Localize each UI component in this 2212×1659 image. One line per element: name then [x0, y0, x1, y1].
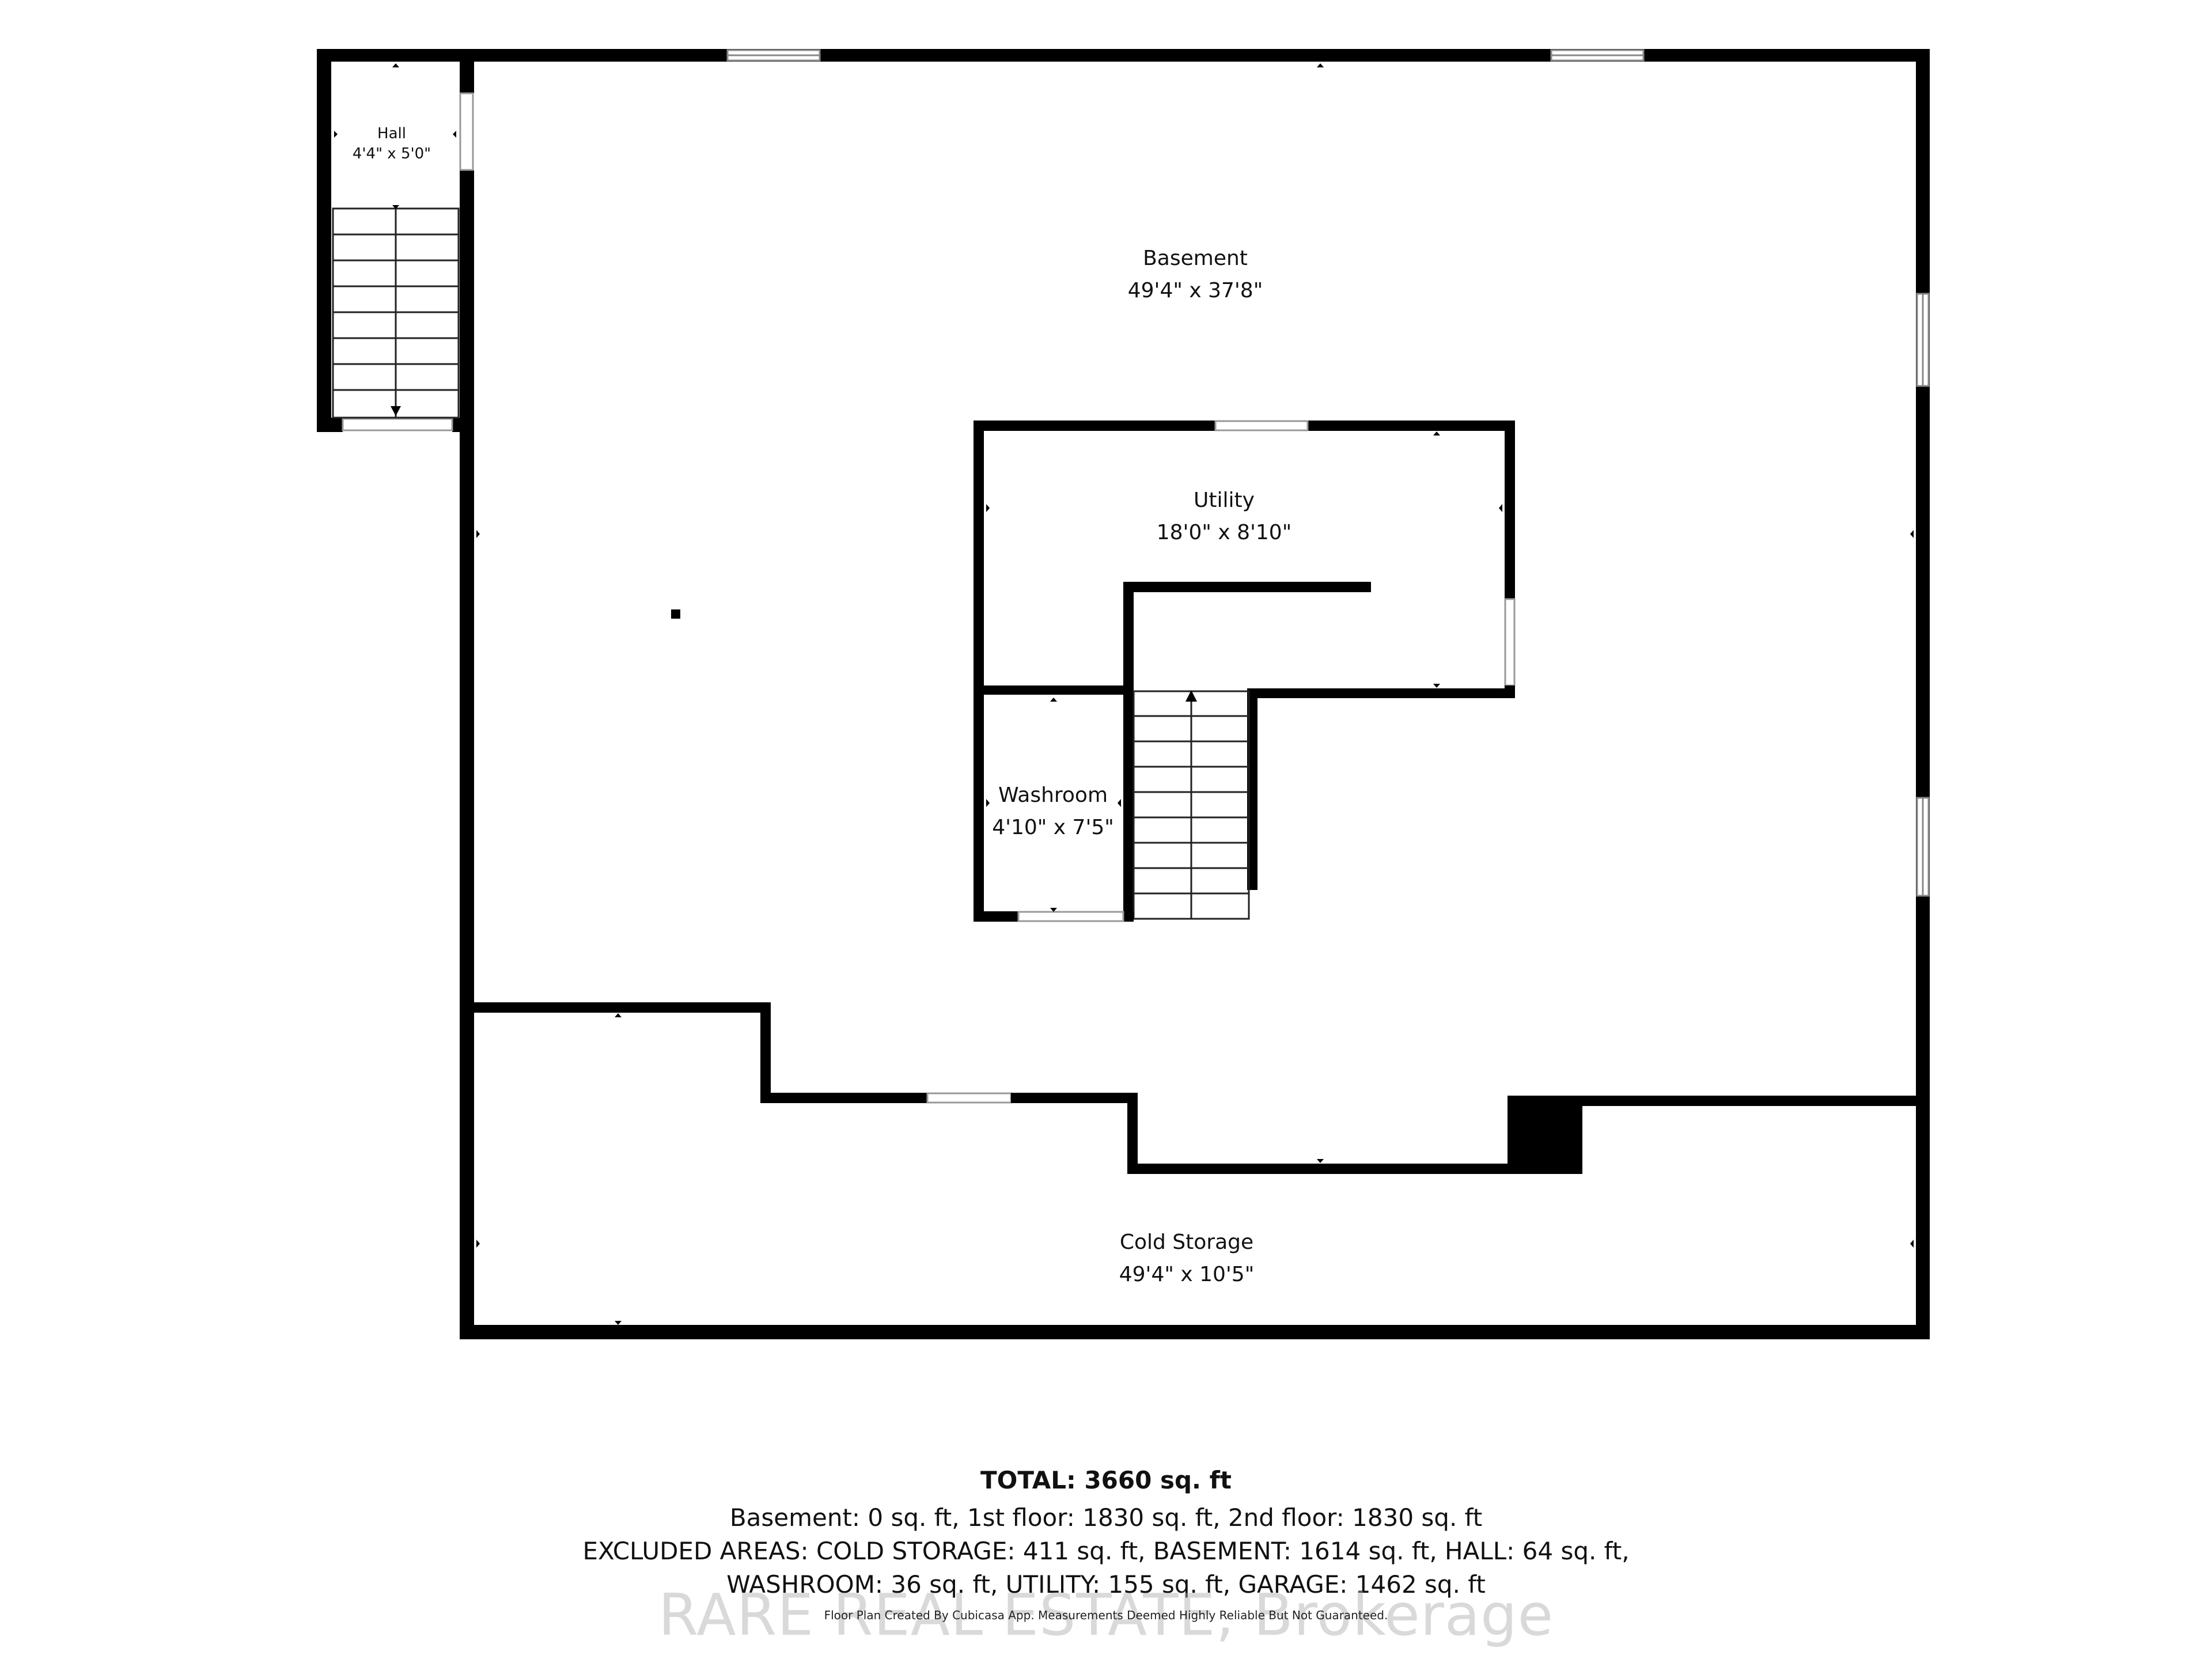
washroom-walls: [974, 911, 1134, 922]
main-stairs: [1132, 690, 1250, 920]
wall-left: [460, 170, 474, 1339]
column-post: [671, 609, 680, 619]
utility-marker-left: [986, 504, 990, 512]
utility-marker-right: [1499, 504, 1502, 512]
hall-label: Hall: [377, 125, 406, 142]
basement-marker-top: [1317, 63, 1324, 67]
utility-dims: 18'0" x 8'10": [1157, 521, 1292, 544]
washroom-doorway: [1017, 911, 1124, 922]
washroom-label: Washroom: [998, 783, 1108, 807]
cold-marker-top: [615, 1013, 622, 1017]
cold-marker-left: [476, 1240, 480, 1248]
main-stairs-arrow: [1185, 690, 1197, 702]
total-area: TOTAL: 3660 sq. ft: [980, 1466, 1232, 1494]
washroom-marker-left: [986, 799, 990, 807]
utility-marker-top: [1433, 431, 1440, 435]
washroom-dims: 4'10" x 7'5": [992, 816, 1114, 839]
hall-stairs-arrow: [391, 406, 401, 416]
washroom-marker-top: [1050, 698, 1057, 702]
hall-marker-right: [453, 131, 456, 138]
wall-left-upper: [460, 62, 474, 93]
hall-stairs: [332, 207, 460, 419]
cold-storage-walls: [460, 1002, 1930, 1174]
basement-marker-left: [476, 530, 480, 538]
hall-wall-bottom-right: [452, 418, 474, 432]
floor-plan-credit: Floor Plan Created By Cubicasa App. Meas…: [824, 1608, 1388, 1622]
wall-right: [1916, 49, 1930, 1339]
washroom-marker-right: [1118, 799, 1121, 807]
chimney-block: [1508, 1096, 1582, 1172]
hall-doorway: [342, 418, 453, 431]
basement-dims: 49'4" x 37'8": [1128, 279, 1263, 302]
utility-label: Utility: [1194, 488, 1255, 512]
hall-marker-left: [334, 131, 338, 138]
cold-storage-label: Cold Storage: [1120, 1230, 1253, 1254]
basement-marker-bottom: [1317, 1159, 1324, 1163]
wall-bottom: [460, 1325, 1930, 1339]
excluded-areas: EXCLUDED AREAS: COLD STORAGE: 411 sq. ft…: [582, 1537, 1630, 1565]
utility-walls: [974, 420, 1516, 922]
hall-side-doorway: [459, 92, 474, 171]
excluded-areas-continued: WASHROOM: 36 sq. ft, UTILITY: 155 sq. ft…: [726, 1570, 1486, 1599]
brokerage-watermark: RARE REAL ESTATE, Brokerage: [658, 1581, 1554, 1649]
hall-wall-bottom-left: [317, 418, 343, 432]
basement-marker-right: [1910, 530, 1914, 538]
hall-marker-top: [392, 63, 399, 67]
washroom-marker-bottom: [1050, 908, 1057, 912]
cold-marker-right: [1910, 1240, 1914, 1248]
utility-marker-bottom: [1433, 684, 1440, 688]
cold-marker-bottom: [615, 1321, 622, 1325]
utility-doorway-right: [1504, 598, 1516, 687]
cold-storage-doorway: [926, 1092, 1012, 1104]
hall-walls: [317, 49, 474, 432]
hall-wall-top: [317, 49, 465, 62]
utility-doorway-top: [1214, 420, 1309, 431]
hall-wall-left: [317, 49, 331, 432]
basement-label: Basement: [1143, 247, 1248, 270]
hall-marker-stair: [392, 205, 399, 209]
right-windows: [1916, 293, 1930, 897]
top-windows: [726, 49, 1645, 62]
outer-walls: [460, 49, 1930, 1339]
wall-top: [460, 49, 1930, 62]
hall-dims: 4'4" x 5'0": [353, 145, 431, 162]
floor-areas: Basement: 0 sq. ft, 1st floor: 1830 sq. …: [729, 1503, 1483, 1532]
cold-storage-dims: 49'4" x 10'5": [1119, 1263, 1255, 1286]
